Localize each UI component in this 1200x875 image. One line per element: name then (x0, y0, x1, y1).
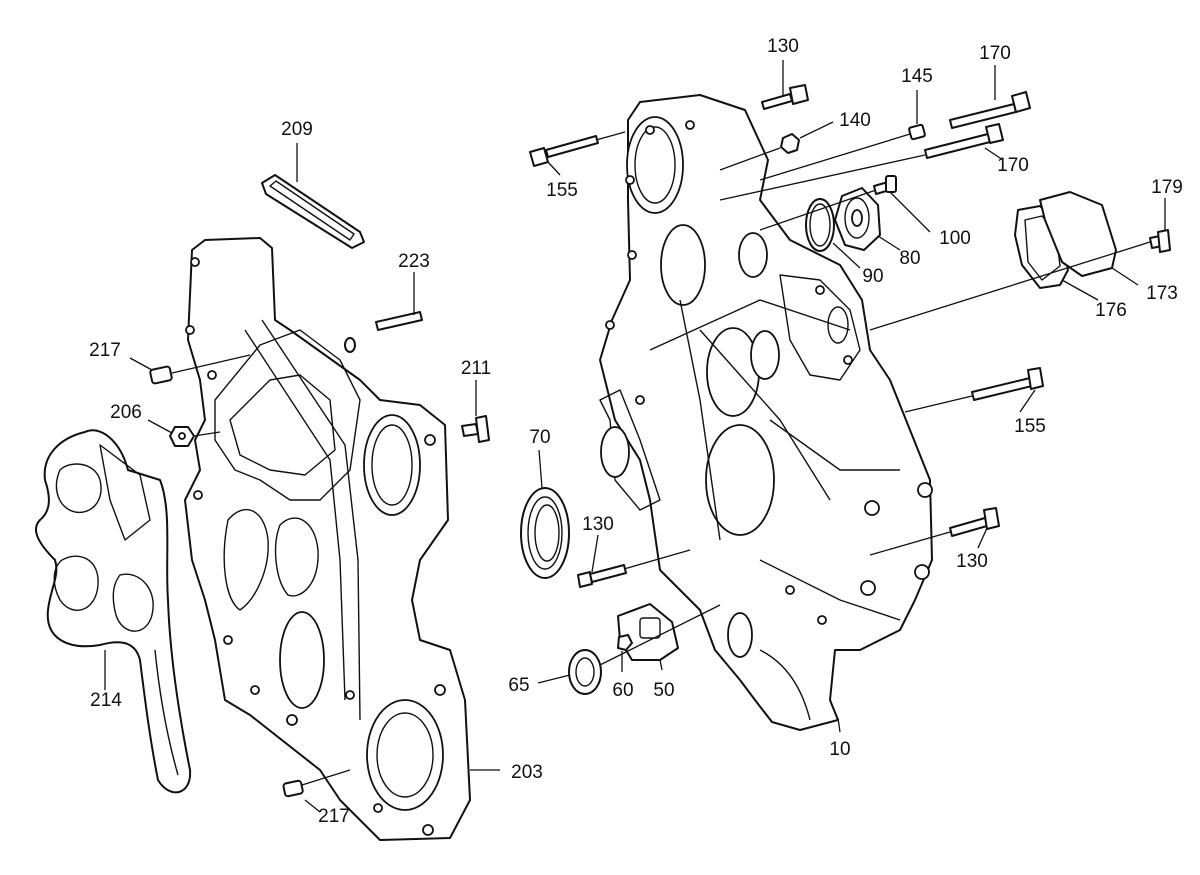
gasket-209 (261, 174, 365, 249)
leader-130-right (869, 527, 988, 556)
leader-145 (759, 90, 918, 181)
leader-65 (537, 604, 721, 684)
washer-near-223 (344, 337, 356, 353)
bolt-155-right (971, 367, 1044, 401)
bolt-179 (1149, 229, 1171, 253)
label-214: 214 (90, 690, 122, 711)
gasket-65 (568, 649, 602, 695)
bolt-170-top (949, 91, 1031, 129)
leader-176 (1061, 279, 1099, 301)
leader-70 (538, 449, 543, 489)
seal-ring-70 (520, 487, 570, 579)
bolt-130-right (949, 507, 1000, 537)
leader-179 (869, 198, 1166, 331)
label-211: 211 (461, 358, 491, 379)
nut-206 (169, 426, 195, 447)
label-80: 80 (899, 248, 920, 269)
gasket-214 (35, 429, 192, 794)
housing-203 (184, 237, 471, 841)
leader-50 (659, 659, 663, 671)
label-209: 209 (281, 119, 313, 140)
leader-140 (719, 121, 834, 171)
leader-155-right (904, 389, 1036, 413)
label-203: 203 (511, 762, 543, 783)
leader-100 (759, 189, 931, 233)
leader-217-top (129, 354, 251, 374)
label-70: 70 (529, 427, 550, 448)
leader-155-top (547, 131, 626, 176)
leader-130-left (591, 534, 691, 573)
label-179: 179 (1151, 177, 1183, 198)
sleeve-145 (908, 123, 926, 141)
label-170-top: 170 (979, 43, 1011, 64)
bolt-130-top (761, 84, 809, 110)
label-173: 173 (1146, 283, 1178, 304)
nut-60 (617, 634, 633, 651)
label-140: 140 (839, 110, 871, 131)
leader-206 (147, 419, 221, 437)
label-130-left: 130 (582, 514, 614, 535)
bolt-155-top (529, 135, 599, 167)
label-60: 60 (612, 680, 633, 701)
leader-90 (832, 242, 861, 269)
leader-173 (1111, 267, 1139, 286)
label-50: 50 (653, 680, 674, 701)
sleeve-217-top (149, 365, 173, 385)
bolt-130-left (577, 564, 627, 588)
label-100: 100 (939, 228, 971, 249)
leader-80 (877, 235, 901, 251)
bolt-100 (873, 175, 897, 195)
label-170-middle: 170 (997, 155, 1029, 176)
label-130-right: 130 (956, 551, 988, 572)
label-206: 206 (110, 402, 142, 423)
leader-10 (837, 717, 841, 733)
label-130-top: 130 (767, 36, 799, 57)
housing-10 (599, 94, 933, 731)
label-65: 65 (508, 675, 529, 696)
nut-140 (780, 133, 800, 154)
leader-170-middle (719, 147, 1004, 201)
bolt-211 (461, 415, 490, 443)
label-176: 176 (1095, 300, 1127, 321)
label-217-top: 217 (89, 340, 121, 361)
label-90: 90 (862, 266, 883, 287)
o-ring-90 (805, 198, 835, 252)
label-223: 223 (398, 251, 430, 272)
sleeve-217-bottom (282, 779, 304, 798)
label-217-bottom: 217 (318, 806, 350, 827)
label-145: 145 (901, 66, 933, 87)
stud-223 (375, 311, 423, 331)
label-10: 10 (829, 739, 850, 760)
bolt-170-middle (924, 123, 1004, 159)
leader-217-bottom (301, 769, 351, 813)
label-155-right: 155 (1014, 416, 1046, 437)
label-155-top: 155 (546, 180, 578, 201)
bearing-80 (834, 187, 881, 251)
